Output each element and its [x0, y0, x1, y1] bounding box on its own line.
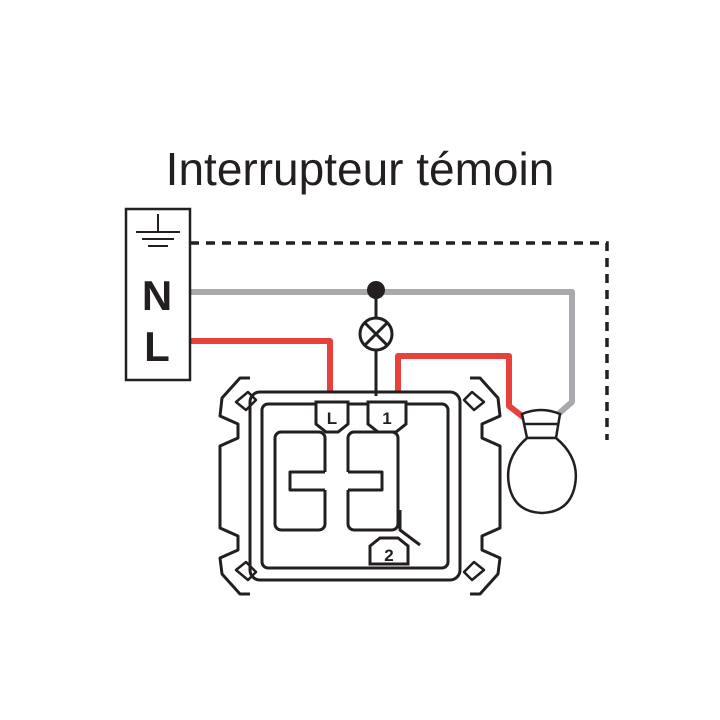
terminal-1: 1 [366, 400, 408, 434]
switch-mechanism [218, 376, 502, 596]
live-label: L [144, 323, 170, 370]
terminal-2-label: 2 [384, 546, 393, 565]
earth-wire [190, 241, 609, 440]
terminal-L: L [314, 400, 350, 434]
diagram-title: Interrupteur témoin [165, 143, 555, 195]
terminal-1-label: 1 [382, 409, 391, 428]
live-wire-supply [190, 338, 333, 393]
terminal-2: 2 [368, 536, 410, 566]
neutral-label: N [142, 272, 172, 319]
supply-terminal-block: N L [124, 207, 192, 382]
junction-dot-icon [367, 281, 385, 299]
indicator-lamp-icon [358, 316, 394, 352]
earth-symbol-icon [136, 214, 180, 247]
switched-live-wire [395, 353, 529, 423]
terminal-L-label: L [327, 409, 337, 428]
light-bulb-icon [506, 408, 578, 515]
neutral-wire [190, 289, 575, 419]
